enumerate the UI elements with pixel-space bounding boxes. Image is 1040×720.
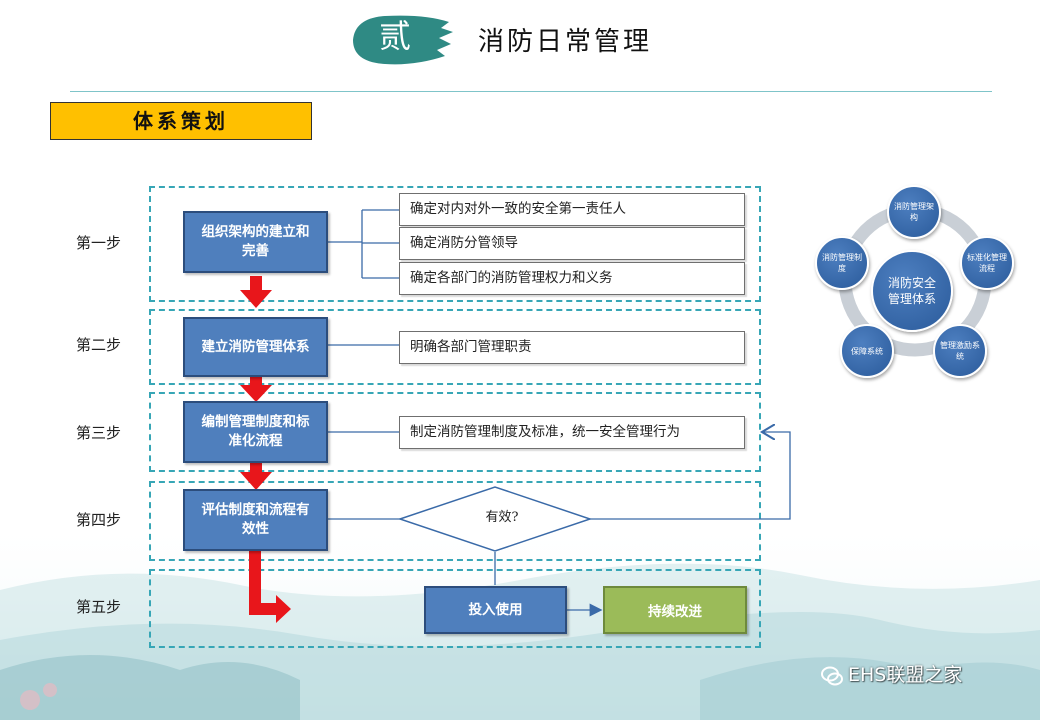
page-title: 消防日常管理 — [478, 27, 653, 57]
stage-region-1 — [149, 186, 761, 302]
process-box-put-into-use: 投入使用 — [424, 586, 567, 634]
stage-region-4 — [149, 481, 761, 561]
cycle-node-incentive-system: 管理激励系统 — [933, 324, 987, 378]
cycle-node-standard-process: 标准化管理流程 — [960, 236, 1014, 290]
landscape-background — [0, 520, 1040, 720]
detail-box-standards: 制定消防管理制度及标准，统一安全管理行为 — [399, 416, 745, 449]
step-label-5: 第五步 — [76, 598, 122, 616]
stage-region-2 — [149, 309, 761, 385]
process-box-evaluate: 评估制度和流程有效性 — [183, 489, 328, 551]
chat-bubble-icon — [821, 666, 843, 686]
step-label-1: 第一步 — [76, 234, 122, 252]
process-box-continuous-improvement: 持续改进 — [603, 586, 747, 634]
header-divider — [70, 91, 992, 92]
process-box-management-system: 建立消防管理体系 — [183, 317, 328, 377]
detail-box-deputy-leader: 确定消防分管领导 — [399, 227, 745, 260]
detail-box-first-responsible: 确定对内对外一致的安全第一责任人 — [399, 193, 745, 226]
detail-box-dept-authority: 确定各部门的消防管理权力和义务 — [399, 262, 745, 295]
detail-box-dept-duties: 明确各部门管理职责 — [399, 331, 745, 364]
step-label-4: 第四步 — [76, 511, 122, 529]
stage-region-5 — [149, 569, 761, 648]
brush-stroke-emblem — [353, 15, 453, 65]
step-label-2: 第二步 — [76, 336, 122, 354]
watermark: EHS联盟之家 — [848, 664, 963, 686]
process-box-rules-workflow: 编制管理制度和标准化流程 — [183, 401, 328, 463]
process-box-org-structure: 组织架构的建立和完善 — [183, 211, 328, 273]
cycle-node-fire-rules: 消防管理制度 — [815, 236, 869, 290]
step-label-3: 第三步 — [76, 424, 122, 442]
cycle-center-node: 消防安全管理体系 — [871, 250, 953, 332]
cycle-node-org-structure: 消防管理架构 — [887, 185, 941, 239]
decision-label: 有效? — [485, 510, 519, 525]
cycle-node-guarantee-system: 保障系统 — [840, 324, 894, 378]
section-tag: 体系策划 — [50, 102, 312, 140]
section-number: 贰 — [378, 17, 411, 55]
